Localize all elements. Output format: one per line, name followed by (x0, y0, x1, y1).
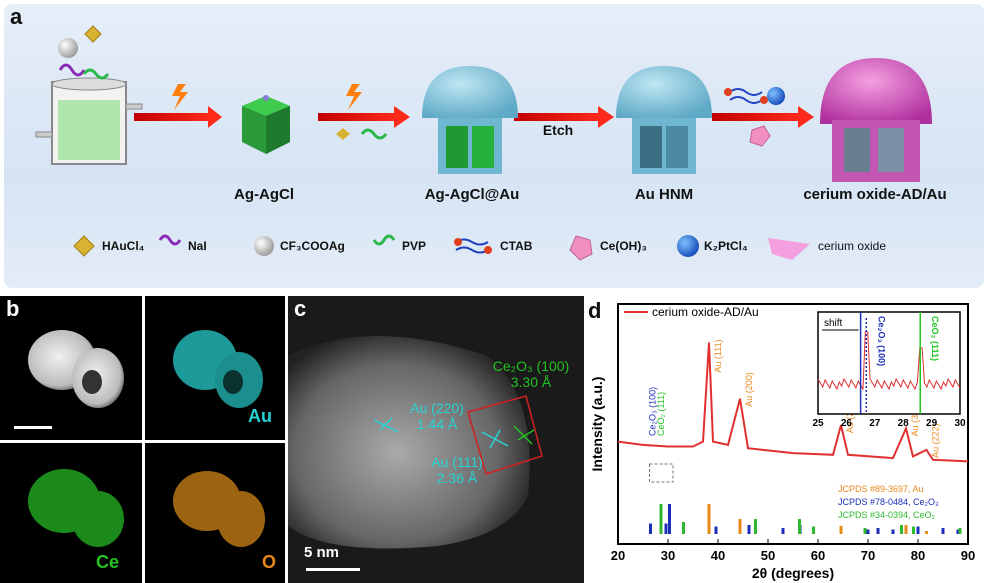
peak-label: Au (200) (744, 372, 754, 407)
legend-label: cerium oxide-AD/Au (652, 305, 759, 319)
inset-curve (817, 331, 961, 391)
ce2o3-annotation: Ce₂O₃ (100)3.30 Å (492, 358, 570, 390)
legend-pvp: PVP (402, 239, 427, 253)
arrow-3 (514, 106, 614, 128)
inset-tick-label: 25 (812, 418, 824, 429)
panel-b-label: b (6, 296, 20, 321)
stage-ag-agcl-au: Ag-AgCl@Au (424, 186, 520, 203)
legend-cf3cooag: CF₃COOAg (280, 239, 345, 253)
ag-agcl-cube (242, 95, 290, 154)
x-tick-label: 40 (711, 548, 725, 563)
stage-ag-agcl: Ag-AgCl (234, 186, 294, 203)
x-tick-label: 70 (861, 548, 875, 563)
stage-cerium-oxide: cerium oxide-AD/Au (803, 186, 947, 203)
legend-k2ptcl4: K₂PtCl₄ (704, 239, 748, 253)
x-tick-label: 90 (961, 548, 975, 563)
ref-label: JCPDS #34-0394, CeO₂ (838, 510, 936, 520)
legend-cerium-oxide: cerium oxide (818, 239, 887, 253)
peak-label: Au (111) (713, 339, 723, 372)
peak-label: Au (220) (845, 399, 855, 434)
x-tick-label: 80 (911, 548, 925, 563)
au-map (145, 296, 285, 440)
o-map-label: O (262, 552, 277, 572)
au111-annotation: Au (111)2.36 Å (431, 454, 483, 486)
legend-haucl4: HAuCl₄ (102, 239, 145, 253)
ref-label: JCPDS #89-3697, Au (838, 484, 924, 494)
au-map-label: Au (248, 406, 272, 426)
x-tick-label: 30 (661, 548, 675, 563)
peak-label: CeO₂ (111) (656, 392, 666, 436)
arrow-1 (134, 106, 222, 128)
inset-tick-label: 26 (841, 418, 853, 429)
inset-tick-label: 28 (898, 418, 910, 429)
inset-ceo2-label: CeO₂ (111) (930, 316, 940, 361)
inset-frame (817, 311, 961, 415)
o-map (145, 443, 285, 583)
inset-tick-label: 29 (926, 418, 938, 429)
legend-nai: NaI (188, 239, 207, 253)
hrtem-image (288, 296, 584, 583)
peak-label: Au (311) (910, 403, 920, 437)
ag-agcl-au-structure (422, 66, 518, 174)
beaker-icon (35, 77, 143, 165)
arrow-2 (318, 106, 410, 128)
panel-c-label: c (294, 296, 307, 321)
panel-d-label: d (588, 298, 602, 323)
haadf-map (0, 296, 142, 440)
xrd-curve (617, 342, 969, 463)
ce-map-label: Ce (96, 552, 120, 572)
zoom-box (649, 463, 674, 483)
plot-frame (617, 303, 969, 545)
legend-ceoh3: Ce(OH)₃ (600, 239, 647, 253)
scale-bar (14, 426, 52, 429)
x-tick-label: 50 (761, 548, 775, 563)
scale-bar-label: 5 nm (304, 544, 340, 561)
inset-tick-label: 27 (869, 418, 881, 429)
etch-label: Etch (542, 122, 574, 138)
au-hnm-structure (616, 66, 712, 174)
scale-bar (306, 568, 360, 571)
y-axis-label: Intensity (a.u.) (589, 377, 605, 472)
ce-map (0, 443, 142, 583)
x-tick-label: 60 (811, 548, 825, 563)
x-axis-label: 2θ (degrees) (752, 565, 834, 581)
au220-annotation: Au (220)1.44 Å (410, 400, 464, 432)
stage-au-hnm: Au HNM (634, 186, 694, 203)
inset-shift-label: shift (824, 318, 843, 329)
peak-label: Au (222) (931, 423, 941, 458)
cerium-oxide-ad-au-structure (820, 58, 932, 182)
panel-a-label: a (10, 4, 23, 29)
x-tick-label: 20 (611, 548, 625, 563)
xrd-chart: 20 30 40 50 60 70 80 90 2θ (degrees) Intensity (a… (589, 303, 975, 581)
arrow-4 (712, 106, 814, 128)
panel-a-illustration (35, 25, 932, 261)
inset-ce2o3-label: Ce₂O₃ (100) (876, 316, 886, 366)
legend-ctab: CTAB (500, 239, 533, 253)
ref-label: JCPDS #78-0484, Ce₂O₃ (838, 497, 939, 507)
inset-tick-label: 30 (954, 418, 966, 429)
peak-label: Ce₂O₃ (100) (648, 387, 658, 436)
